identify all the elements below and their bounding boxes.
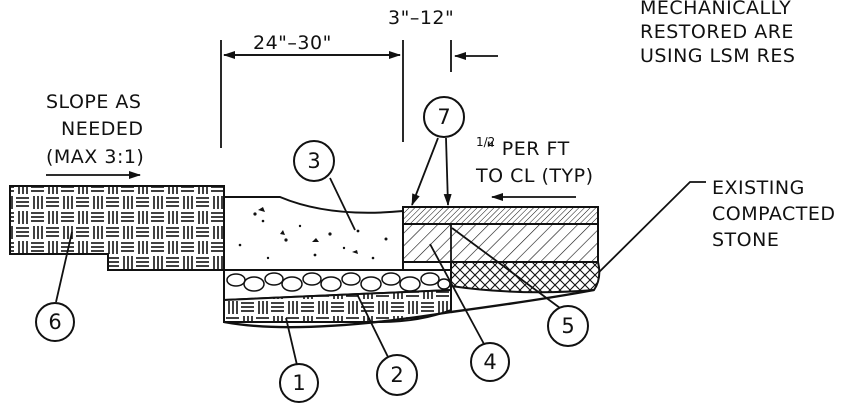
cross-slope-line-1: " PER FT xyxy=(486,138,570,160)
existing-stone-note: EXISTING COMPACTED STONE xyxy=(583,177,836,288)
slope-note-line-3: (MAX 3:1) xyxy=(46,146,144,168)
cross-slope-note: 1/2 " PER FT TO CL (TYP) xyxy=(475,135,594,201)
callout-4-label: 4 xyxy=(483,350,496,374)
layer-base-course xyxy=(402,223,599,263)
callout-1-label: 1 xyxy=(292,371,305,395)
layer-existing-compacted-stone xyxy=(450,261,601,294)
slope-note-line-1: SLOPE AS xyxy=(46,91,141,113)
callout-7-label: 7 xyxy=(437,105,450,129)
dimension-label-24-30: 24"–30" xyxy=(253,32,332,54)
callout-5-label: 5 xyxy=(561,314,574,338)
layer-existing-soil xyxy=(9,185,225,271)
callout-4: 4 xyxy=(429,243,510,382)
cross-slope-fraction: 1/2 xyxy=(476,135,495,149)
existing-line-1: EXISTING xyxy=(712,177,805,199)
dimension-24-30: 24"–30" xyxy=(220,32,404,148)
callout-7: 7 xyxy=(411,96,465,206)
slope-note-line-2: NEEDED xyxy=(61,118,144,140)
existing-line-2: COMPACTED xyxy=(712,203,836,225)
cross-slope-line-2: TO CL (TYP) xyxy=(475,165,594,187)
callout-2: 2 xyxy=(356,293,418,396)
callout-6: 6 xyxy=(35,231,75,342)
note-line-3: USING LSM RES xyxy=(640,45,795,67)
stone-shapes xyxy=(226,272,451,292)
note-line-1: MECHANICALLY xyxy=(640,0,791,19)
callout-3-label: 3 xyxy=(307,149,320,173)
layer-top-course xyxy=(402,206,599,225)
callout-5: 5 xyxy=(451,227,589,347)
aggregate-specks xyxy=(238,207,388,260)
callout-3: 3 xyxy=(293,140,356,231)
dimension-label-3-12: 3"–12" xyxy=(388,7,454,29)
callout-1: 1 xyxy=(279,317,319,403)
slope-note: SLOPE AS NEEDED (MAX 3:1) xyxy=(46,91,144,179)
callout-6-label: 6 xyxy=(48,310,61,334)
existing-leader xyxy=(583,181,706,288)
existing-line-3: STONE xyxy=(712,229,779,251)
callout-2-label: 2 xyxy=(390,363,403,387)
dimension-3-12: 3"–12" xyxy=(388,7,498,72)
note-line-2: RESTORED ARE xyxy=(640,21,794,43)
layer-surface-aggregate xyxy=(223,196,404,271)
excavation-line xyxy=(223,288,595,329)
note-top-right: MECHANICALLY RESTORED ARE USING LSM RES xyxy=(640,0,795,67)
